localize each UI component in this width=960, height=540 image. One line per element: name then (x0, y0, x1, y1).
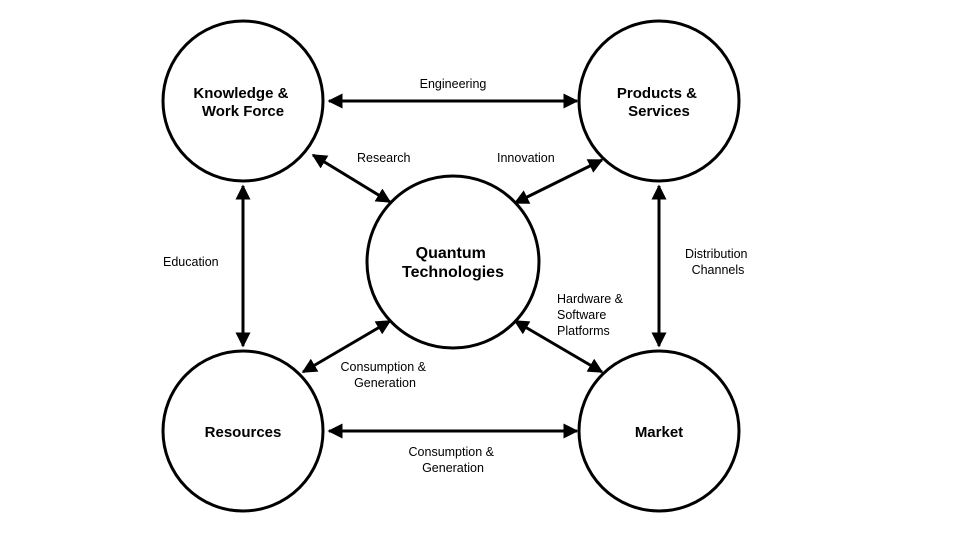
research-arrow (311, 153, 392, 204)
label-research: Research (357, 151, 411, 165)
node-resources-label: Resources (205, 424, 282, 441)
node-resources: Resources (161, 349, 325, 513)
label-consumption-bottom: Consumption & Generation (409, 445, 498, 475)
node-knowledge-label: Knowledge & Work Force (193, 85, 292, 120)
node-quantum: Quantum Technologies (365, 174, 541, 350)
node-knowledge: Knowledge & Work Force (161, 19, 325, 183)
label-hardware: Hardware & Software Platforms (557, 292, 626, 338)
node-products: Products & Services (577, 19, 741, 183)
label-innovation: Innovation (497, 151, 555, 165)
node-market-label: Market (635, 424, 683, 441)
consumption-center-arrow (301, 319, 392, 374)
label-distribution: Distribution Channels (685, 247, 751, 277)
innovation-arrow (513, 158, 604, 205)
hardware-arrow (513, 319, 604, 374)
label-consumption-center: Consumption & Generation (341, 360, 430, 390)
node-quantum-label: Quantum Technologies (402, 245, 504, 281)
label-engineering: Engineering (420, 77, 487, 91)
label-education: Education (163, 255, 219, 269)
node-market: Market (577, 349, 741, 513)
node-products-label: Products & Services (617, 85, 701, 120)
